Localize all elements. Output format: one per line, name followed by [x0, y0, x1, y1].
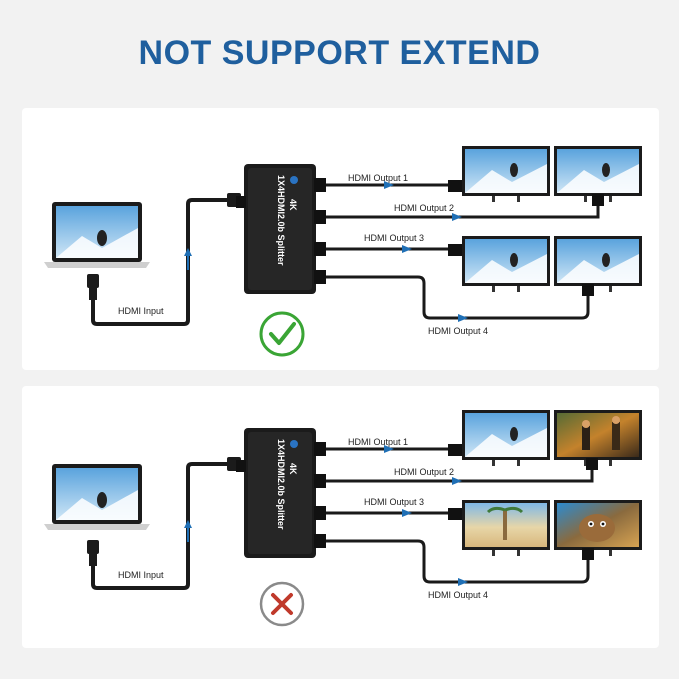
panel-not-supported: HDMI Input 1X4HDMI2.0b Splitter 4K HDMI …	[22, 386, 659, 648]
cross-icon	[259, 581, 305, 627]
hdmi-input-cable	[87, 457, 241, 590]
panel-supported: HDMI Input 1X4HDMI2.0b Splitter 4K HDMI …	[22, 108, 659, 370]
monitor-4	[554, 236, 642, 296]
hdmi-output-2-label: HDMI Output 2	[394, 467, 454, 477]
monitor-3	[448, 500, 550, 556]
output-arrows	[384, 181, 468, 322]
page-title: NOT SUPPORT EXTEND	[138, 34, 541, 72]
splitter-badge: 4K	[288, 463, 298, 475]
monitor-3	[448, 236, 550, 292]
splitter-badge: 4K	[288, 199, 298, 211]
laptop	[44, 464, 150, 530]
monitor-1	[448, 410, 550, 466]
hdmi-input-label: HDMI Input	[118, 306, 164, 316]
monitor-1	[448, 146, 550, 202]
output-cables	[326, 183, 600, 320]
output-arrows	[384, 445, 468, 586]
splitter-logo-icon	[290, 176, 298, 184]
splitter-logo-icon	[290, 440, 298, 448]
output-cables	[326, 447, 594, 584]
hdmi-splitter-device: 1X4HDMI2.0b Splitter 4K	[236, 428, 326, 558]
hdmi-output-4-label: HDMI Output 4	[428, 326, 488, 336]
check-icon	[259, 311, 305, 357]
game-scene-image	[557, 413, 639, 457]
hdmi-output-1-label: HDMI Output 1	[348, 173, 408, 183]
hdmi-input-label: HDMI Input	[118, 570, 164, 580]
monitor-2	[554, 146, 642, 206]
hdmi-output-2-label: HDMI Output 2	[394, 203, 454, 213]
laptop	[44, 202, 150, 268]
hdmi-output-4-label: HDMI Output 4	[428, 590, 488, 600]
hdmi-splitter-device: 1X4HDMI2.0b Splitter 4K	[236, 164, 326, 294]
monitor-2	[554, 410, 642, 470]
hdmi-output-1-label: HDMI Output 1	[348, 437, 408, 447]
monitor-4	[554, 500, 642, 560]
splitter-label: 1X4HDMI2.0b Splitter	[276, 175, 286, 266]
splitter-label: 1X4HDMI2.0b Splitter	[276, 439, 286, 530]
hdmi-output-3-label: HDMI Output 3	[364, 233, 424, 243]
hdmi-output-3-label: HDMI Output 3	[364, 497, 424, 507]
